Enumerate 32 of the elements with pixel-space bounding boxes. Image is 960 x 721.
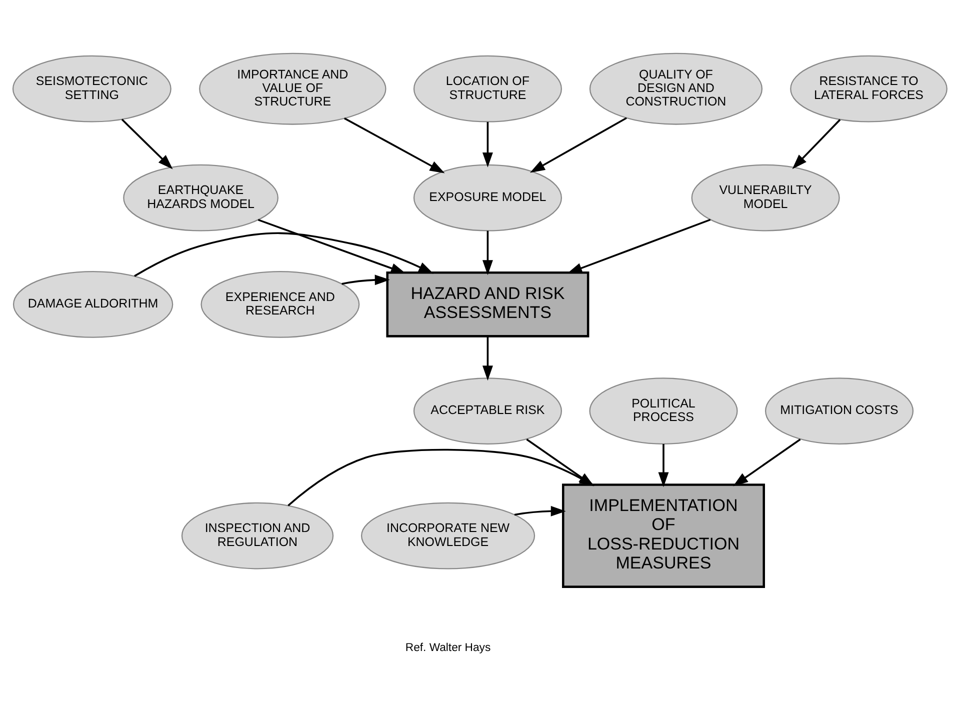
arrow (733, 438, 801, 486)
arrow (258, 218, 406, 273)
arrow (658, 444, 669, 487)
node-ellipse: EXPERIENCE AND RESEARCH (200, 270, 360, 338)
node-ellipse: LOCATION OF STRUCTURE (413, 54, 562, 122)
node-ellipse: RESISTANCE TO LATERAL FORCES (790, 54, 948, 122)
arrow (482, 230, 493, 275)
arrow (344, 116, 445, 173)
arrow (567, 218, 711, 273)
node-ellipse: SEISMOTECTONIC SETTING (12, 54, 172, 122)
arrow (121, 118, 173, 169)
node-ellipse: DAMAGE ALDORITHM (12, 270, 174, 338)
node-ellipse: VULNERABILTY MODEL (691, 164, 840, 231)
arrow (482, 336, 493, 380)
node-ellipse: EXPOSURE MODEL (413, 164, 562, 231)
arrow (342, 274, 390, 285)
node-ellipse: POLITICAL PROCESS (589, 377, 738, 444)
arrow (792, 118, 841, 169)
node-ellipse: INSPECTION AND REGULATION (181, 502, 334, 569)
label: Ref. Walter Hays (405, 641, 491, 654)
node-ellipse: MITIGATION COSTS (765, 377, 914, 444)
node-ellipse: QUALITY OF DESIGN AND CONSTRUCTION (589, 52, 763, 124)
arrow (482, 121, 493, 167)
node-box: HAZARD AND RISK ASSESSMENTS (386, 271, 590, 337)
node-ellipse: EARTHQUAKE HAZARDS MODEL (123, 164, 278, 231)
node-ellipse: IMPORTANCE AND VALUE OF STRUCTURE (199, 52, 386, 124)
node-ellipse: ACCEPTABLE RISK (413, 377, 562, 444)
arrow (530, 116, 627, 172)
node-ellipse: INCORPORATE NEW KNOWLEDGE (360, 502, 536, 569)
arrow (134, 232, 434, 276)
arrow (514, 505, 566, 516)
node-box: IMPLEMENTATION OF LOSS-REDUCTION MEASURES (562, 483, 765, 588)
